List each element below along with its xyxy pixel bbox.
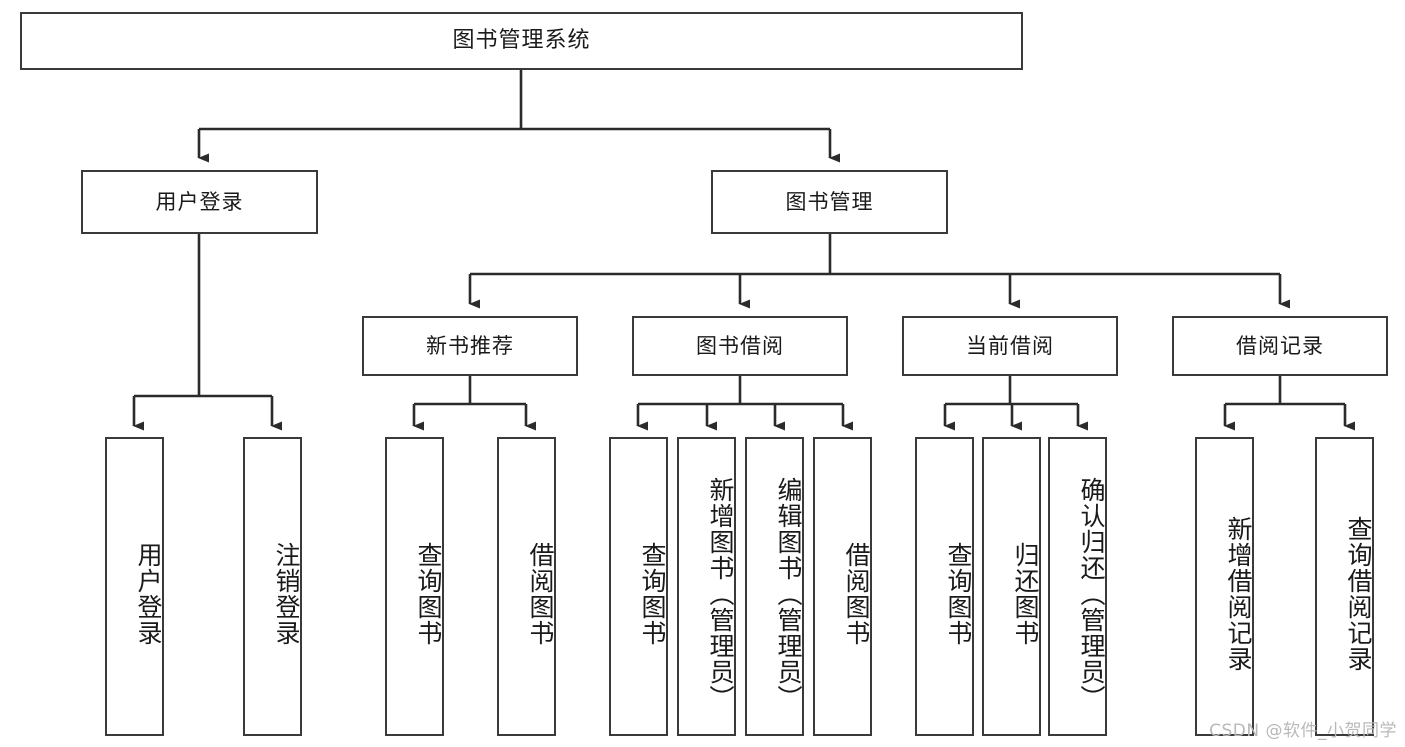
node-label: 查询借阅记录	[1344, 515, 1373, 672]
leaf-add-book-admin[interactable]: 新增图书（管理员）	[677, 437, 736, 736]
node-label: 编辑图书（管理员）	[774, 476, 803, 711]
leaf-edit-book-admin[interactable]: 编辑图书（管理员）	[745, 437, 804, 736]
node-label: 用户登录	[155, 189, 244, 214]
node-label: 当前借阅	[966, 333, 1054, 358]
node-label: 借阅图书	[842, 541, 871, 646]
node-label: 图书借阅	[696, 333, 784, 358]
node-label: 图书管理	[785, 189, 874, 214]
node-new-book-recommend[interactable]: 新书推荐	[362, 316, 578, 376]
node-root-system[interactable]: 图书管理系统	[20, 12, 1023, 70]
node-label: 新增借阅记录	[1224, 515, 1253, 672]
node-book-borrow[interactable]: 图书借阅	[632, 316, 848, 376]
leaf-query-book-borrow[interactable]: 查询图书	[609, 437, 668, 736]
leaf-query-book-current[interactable]: 查询图书	[915, 437, 974, 736]
node-label: 查询图书	[638, 541, 667, 646]
node-label: 用户登录	[134, 541, 163, 646]
node-book-management[interactable]: 图书管理	[711, 170, 948, 234]
leaf-logout[interactable]: 注销登录	[243, 437, 302, 736]
node-label: 查询图书	[414, 541, 443, 646]
node-user-login[interactable]: 用户登录	[81, 170, 318, 234]
node-label: 确认归还（管理员）	[1077, 476, 1106, 711]
node-label: 借阅记录	[1236, 333, 1324, 358]
node-label: 归还图书	[1011, 541, 1040, 646]
node-label: 图书管理系统	[452, 28, 591, 53]
node-borrow-record[interactable]: 借阅记录	[1172, 316, 1388, 376]
leaf-confirm-return-admin[interactable]: 确认归还（管理员）	[1048, 437, 1107, 736]
leaf-borrow-book[interactable]: 借阅图书	[813, 437, 872, 736]
node-label: 新增图书（管理员）	[706, 476, 735, 711]
node-current-borrow[interactable]: 当前借阅	[902, 316, 1118, 376]
leaf-return-book[interactable]: 归还图书	[982, 437, 1041, 736]
leaf-user-login[interactable]: 用户登录	[105, 437, 164, 736]
leaf-add-borrow-record[interactable]: 新增借阅记录	[1195, 437, 1254, 736]
leaf-borrow-book-recommend[interactable]: 借阅图书	[497, 437, 556, 736]
watermark-text: CSDN @软件_小贺同学	[1209, 721, 1397, 741]
node-label: 查询图书	[944, 541, 973, 646]
node-label: 借阅图书	[526, 541, 555, 646]
node-label: 新书推荐	[426, 333, 514, 358]
leaf-query-book-recommend[interactable]: 查询图书	[385, 437, 444, 736]
node-label: 注销登录	[272, 541, 301, 646]
leaf-query-borrow-record[interactable]: 查询借阅记录	[1315, 437, 1374, 736]
